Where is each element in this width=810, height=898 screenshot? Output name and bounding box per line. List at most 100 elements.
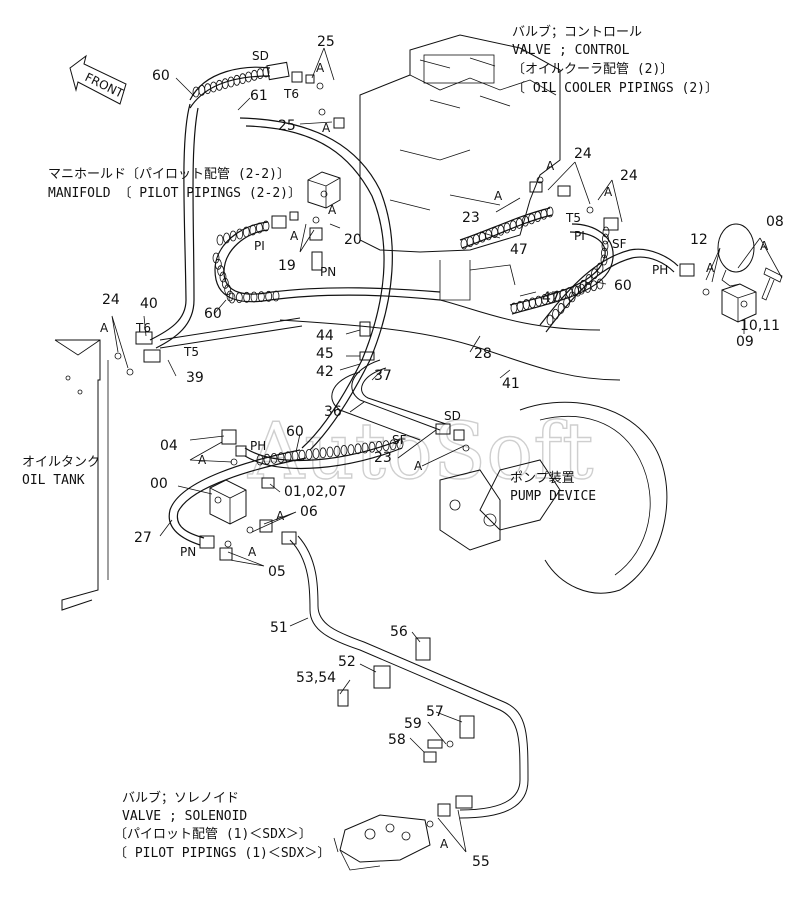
hose-coil (396, 438, 404, 450)
callout-27: 27 (134, 530, 152, 546)
callout-19: 19 (278, 258, 296, 274)
port-t5-cv: T5 (565, 211, 581, 225)
callout-10-11: 10,11 (740, 318, 780, 334)
port-pi-manifold: PI (254, 239, 265, 253)
hose-coil (596, 262, 604, 274)
mark-a: A (494, 189, 503, 203)
hose-coil (601, 240, 609, 252)
mark-a: A (414, 459, 423, 473)
hose-coil (262, 66, 270, 78)
control-valve (359, 34, 561, 301)
hose-coil (257, 291, 265, 303)
leaders (111, 47, 783, 853)
callout-47b: 47 (542, 290, 560, 306)
oil-cooler-en: 〔 OIL COOLER PIPINGS (2)〕 (512, 81, 718, 96)
hose-coil (236, 228, 244, 240)
manifold-jp: マニホールド〔パイロット配管 (2-2)〕 (48, 167, 290, 182)
hose-coil (263, 453, 271, 465)
port-labels: SD T6 PI PN T5 PI SF PH T6 T5 PH SD SF P… (135, 49, 668, 559)
mark-a: A (276, 509, 285, 523)
oil-tank (54, 339, 109, 611)
solenoid-en: VALVE ; SOLENOID (122, 809, 247, 824)
hose-coils (192, 66, 610, 466)
hose-coil (198, 84, 206, 96)
hose-coil (284, 451, 292, 463)
hose-coil (326, 446, 334, 458)
callout-24a: 24 (574, 146, 592, 162)
pump-jp: ポンプ装置 (510, 471, 575, 486)
mark-a: A (706, 261, 715, 275)
hose-coil (574, 285, 582, 297)
hose-coil (228, 292, 236, 304)
callout-24c: 24 (102, 292, 120, 308)
hose-coil (235, 292, 243, 304)
callout-41: 41 (502, 376, 520, 392)
hose-coil (291, 450, 299, 462)
callout-61: 61 (250, 88, 268, 104)
hose-coil (497, 224, 505, 236)
callout-60a: 60 (152, 68, 170, 84)
callout-44: 44 (316, 328, 334, 344)
solenoid-jp: バルブ；ソレノイド (122, 790, 239, 806)
mark-a: A (440, 837, 449, 851)
callout-25a: 25 (317, 34, 335, 50)
callout-39: 39 (186, 370, 204, 386)
hose-coil (585, 274, 593, 285)
callout-23b: 23 (374, 450, 392, 466)
oil-tank-en: OIL TANK (22, 473, 85, 488)
callout-25b: 25 (278, 118, 296, 134)
callout-37: 37 (374, 368, 392, 384)
hose-coil (602, 233, 609, 245)
hose-coil (262, 220, 270, 232)
callout-42: 42 (316, 364, 334, 380)
hose-coil (272, 290, 280, 302)
a-marks: A A A A A A A A A A A A A A A (100, 61, 769, 851)
hose-coil (227, 76, 235, 88)
hose-coil (591, 268, 598, 280)
hose-coil (546, 206, 554, 218)
hose-coil (298, 449, 306, 461)
callout-59: 59 (404, 716, 422, 732)
hose-coil (389, 439, 397, 451)
callout-23a: 23 (462, 210, 480, 226)
hose-coil (354, 443, 362, 455)
port-sf-pump: SF (392, 433, 407, 447)
mark-a: A (604, 185, 613, 199)
port-t5-left: T5 (183, 345, 199, 359)
oil-tank-jp: オイルタンク (22, 455, 100, 470)
callout-51: 51 (270, 620, 288, 636)
hose-coil (503, 222, 511, 234)
hose-coil (568, 291, 576, 303)
oil-cooler-jp: 〔オイルクーラ配管 (2)〕 (512, 62, 673, 77)
callout-53-54: 53,54 (296, 670, 336, 686)
callout-52: 52 (338, 654, 356, 670)
hose-coil (557, 303, 565, 314)
port-t6-left: T6 (135, 321, 151, 335)
fittings (114, 61, 710, 828)
pilot1-en: 〔 PILOT PIPINGS (1)＜SDX＞〕 (114, 846, 330, 861)
pilot1-jp: 〔パイロット配管 (1)＜SDX＞〕 (114, 827, 312, 842)
hose-coil (214, 258, 222, 270)
hose-coil (368, 441, 376, 453)
callout-00: 00 (150, 476, 168, 492)
callout-45: 45 (316, 346, 334, 362)
port-ph-mid: PH (250, 439, 266, 453)
port-pi-cv: PI (574, 229, 585, 243)
hose-coil (224, 284, 232, 296)
mark-a: A (316, 61, 325, 75)
callout-58: 58 (388, 732, 406, 748)
port-ph-right: PH (652, 263, 668, 277)
hose-coil (340, 444, 348, 456)
hose-coil (596, 278, 604, 290)
callout-05: 05 (268, 564, 286, 580)
hose-coil (223, 232, 230, 244)
hose-coil (250, 291, 258, 303)
callout-20: 20 (344, 232, 362, 248)
callout-06: 06 (300, 504, 318, 520)
accumulator (717, 223, 783, 323)
callout-60c: 60 (204, 306, 222, 322)
hose-coil (305, 448, 313, 460)
port-pn-manifold: PN (320, 265, 336, 279)
